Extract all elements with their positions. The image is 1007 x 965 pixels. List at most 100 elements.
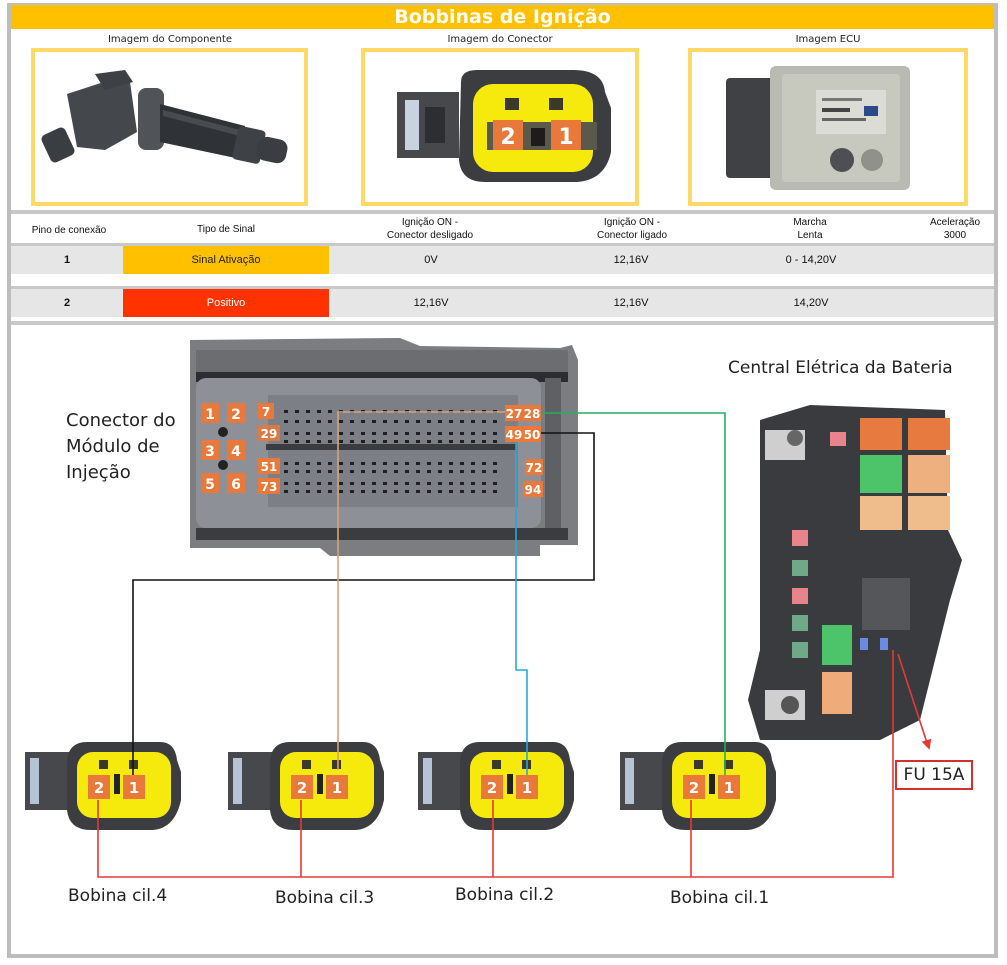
component-image (31, 48, 308, 206)
ecu-vent-left (830, 148, 854, 172)
ecu-pin-socket (361, 420, 365, 423)
ecu-pin-socket (471, 482, 475, 485)
pin-cell: 2 (63, 297, 71, 309)
ecu-pin-socket (493, 490, 497, 493)
ecu-pin-socket (493, 482, 497, 485)
ecu-pin-socket (284, 470, 288, 473)
ecu-pin-socket (416, 470, 420, 473)
ign-off-conn-cell: 0V (424, 254, 438, 266)
wire-positive-bus (97, 650, 894, 878)
ecu-pin-1 (201, 403, 219, 423)
ecu-pin-socket (449, 470, 453, 473)
page-frame (7, 3, 998, 958)
header-signal-type: Tipo de Sinal (197, 224, 255, 235)
ecu-pin-socket (284, 482, 288, 485)
ecu-pin-socket (306, 432, 310, 435)
ecu-pin-socket (306, 490, 310, 493)
ecu-pin-socket (383, 470, 387, 473)
ecu-pin-socket (383, 462, 387, 465)
ecu-pin-socket (284, 462, 288, 465)
ecu-pin-socket (284, 410, 288, 413)
ecu-pin-socket (405, 470, 409, 473)
ecu-pin-socket (372, 462, 376, 465)
coil-pin-2-label: 2 (94, 779, 104, 797)
signal-type-cell: Sinal Ativação (123, 246, 329, 274)
wire-cil3-signal (337, 411, 505, 770)
ecu-pin-socket (460, 462, 464, 465)
ecu-pin-73-label: 73 (261, 480, 278, 494)
ecu-pin-socket (350, 462, 354, 465)
ecu-pin-socket (339, 462, 343, 465)
coil-pin-2 (481, 775, 503, 799)
ecu-pin-socket (416, 432, 420, 435)
ecu-pin-socket (482, 470, 486, 473)
ecu-connector-block (726, 78, 774, 178)
ecu-pin-socket (317, 432, 321, 435)
ecu-pin-socket (438, 432, 442, 435)
ecu-pin-socket (295, 482, 299, 485)
ecu-pin-socket (339, 420, 343, 423)
ecu-pin-socket (416, 462, 420, 465)
wire-cil1-signal (541, 412, 726, 775)
ecu-pin-socket (460, 490, 464, 493)
ecu-pin-socket (306, 420, 310, 423)
ecu-pin-socket (372, 432, 376, 435)
wires (97, 411, 932, 878)
ecu-pin-socket (427, 440, 431, 443)
coil-pin-1-label: 1 (724, 779, 734, 797)
connector-pin-2-label: 2 (500, 125, 515, 150)
ecu-pin-6 (227, 473, 245, 493)
ecu-pin-socket (317, 420, 321, 423)
connector-image-caption: Imagem do Conector (447, 34, 553, 45)
ecu-pin-socket (317, 482, 321, 485)
ecu-pin-socket (339, 490, 343, 493)
ecu-pin-1-label: 1 (205, 407, 215, 423)
ecu-pin-socket (361, 462, 365, 465)
header-ign-on-connected: Ignição ON -Conector ligado (596, 217, 668, 241)
ecu-pin-socket (482, 462, 486, 465)
ecu-pin-94-label: 94 (525, 483, 542, 497)
ecu-pin-socket (328, 440, 332, 443)
coil-pin-1 (718, 775, 740, 799)
coil-pin-2 (291, 775, 313, 799)
ecu-pin-socket (493, 432, 497, 435)
ecu-pin-socket (460, 470, 464, 473)
section-separator (11, 321, 994, 325)
coil-pin-2 (683, 775, 705, 799)
coil-pin-1-label: 1 (129, 779, 139, 797)
ecu-pin-socket (471, 420, 475, 423)
ecu-pin-socket (328, 470, 332, 473)
ecu-pin-3-label: 3 (205, 444, 215, 460)
ecu-pin-socket (295, 490, 299, 493)
ecu-pin-socket (460, 432, 464, 435)
ecu-pin-29-label: 29 (261, 427, 278, 441)
ecu-pin-socket (372, 420, 376, 423)
ecu-pin-socket (284, 440, 288, 443)
ecu-pin-socket (405, 432, 409, 435)
section-separator (11, 210, 994, 214)
ecu-pin-socket (339, 432, 343, 435)
ecu-pin-socket (460, 440, 464, 443)
ecu-pin-socket (372, 470, 376, 473)
ecu-pin-6-label: 6 (231, 477, 241, 493)
ecu-pin-socket (328, 490, 332, 493)
ecu-pin-socket (405, 440, 409, 443)
connector-pin-1 (551, 120, 581, 150)
ecu-pin-socket (427, 482, 431, 485)
ecu-pin-socket (449, 482, 453, 485)
ecu-pin-socket (328, 462, 332, 465)
ecu-pin-socket (295, 432, 299, 435)
ecu-pin-socket (295, 470, 299, 473)
ecu-pin-socket (427, 490, 431, 493)
ecu-pin-socket (284, 432, 288, 435)
ecu-pin-socket (394, 440, 398, 443)
ecu-pin-socket (427, 462, 431, 465)
ecu-pin-socket (394, 490, 398, 493)
ecu-pin-4-label: 4 (231, 444, 241, 460)
ecu-pin-socket (383, 482, 387, 485)
ecu-connector (190, 338, 578, 556)
ecu-pin-socket (295, 420, 299, 423)
